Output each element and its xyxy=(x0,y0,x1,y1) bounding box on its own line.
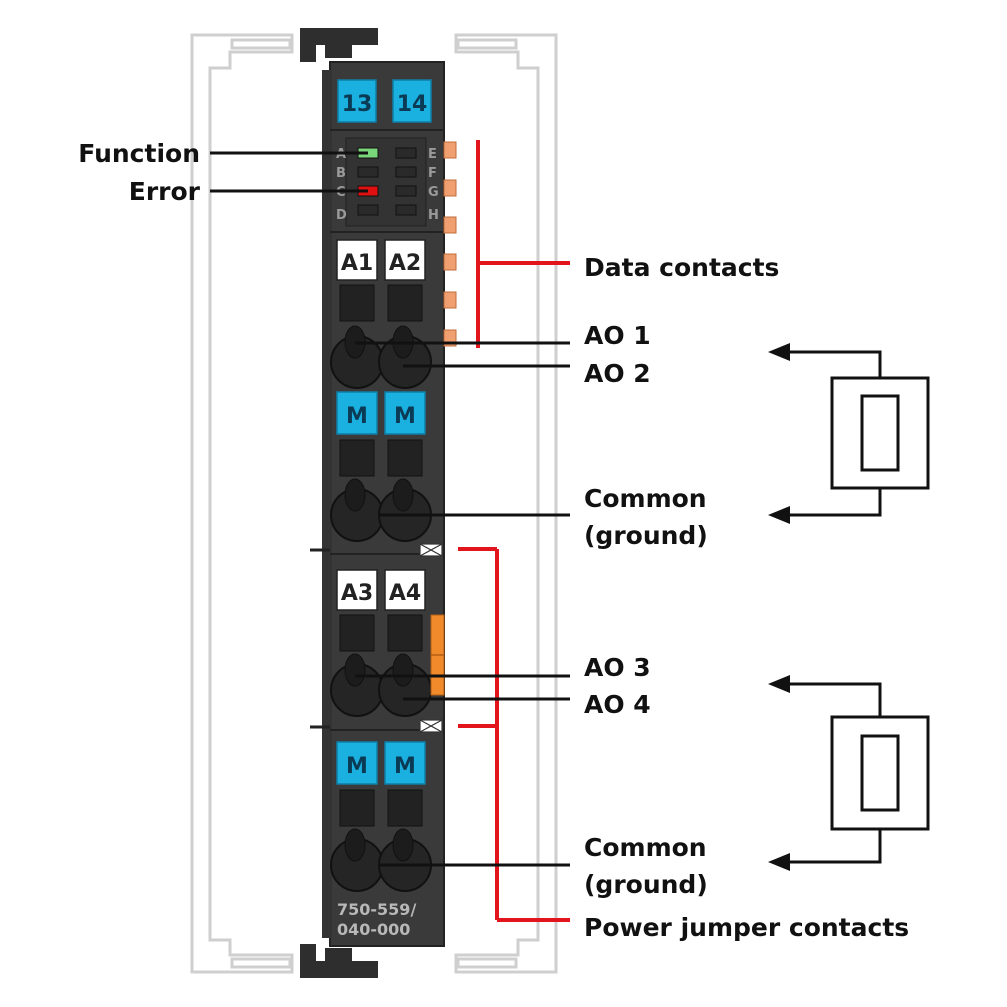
led-letter-f: F xyxy=(428,166,437,181)
load-box-upper-outer xyxy=(830,376,930,490)
leader-lines xyxy=(210,151,570,867)
tile-m-lower-right-label: M xyxy=(394,754,416,779)
terminal-block-lower: A3 A4 xyxy=(330,569,445,717)
data-contacts-bracket xyxy=(476,140,570,348)
tile-m-upper-right xyxy=(384,391,426,435)
label-common-lower-1: Common xyxy=(584,833,707,862)
arrow-lower-bottom xyxy=(768,853,790,871)
power-tile-13 xyxy=(337,79,377,123)
tile-m-upper-left-label: M xyxy=(346,404,368,429)
arrow-lower-top xyxy=(768,675,790,693)
load-box-lower-outer xyxy=(830,715,930,831)
tile-a1-label: A1 xyxy=(341,251,373,276)
led-h xyxy=(395,204,417,216)
load-circuit-upper xyxy=(768,343,930,524)
led-letter-g: G xyxy=(428,185,439,200)
label-error: Error xyxy=(129,177,201,206)
power-tiles: 13 14 xyxy=(337,79,432,123)
part-number-line1: 750-559/ xyxy=(337,900,416,919)
led-g xyxy=(395,185,417,197)
tile-a2 xyxy=(384,239,426,281)
arrow-upper-bottom xyxy=(768,506,790,524)
tile-a4 xyxy=(384,569,426,611)
arrow-upper-top xyxy=(768,343,790,361)
resistor-upper xyxy=(860,394,900,472)
common-block-upper: M M xyxy=(330,391,432,542)
jumper-contact-markers xyxy=(419,543,443,733)
data-contacts xyxy=(443,141,457,347)
power-tile-13-label: 13 xyxy=(342,92,373,117)
label-power-jumper-contacts: Power jumper contacts xyxy=(584,913,909,942)
tile-a3-label: A3 xyxy=(341,581,373,606)
power-jumper-bracket xyxy=(458,547,570,922)
tile-m-upper-left xyxy=(336,391,378,435)
led-letter-d: D xyxy=(336,208,347,223)
label-ao3: AO 3 xyxy=(584,653,651,682)
tile-a3 xyxy=(336,569,378,611)
led-letter-b: B xyxy=(336,166,346,181)
tile-m-lower-right xyxy=(384,741,426,785)
part-number-line2: 040-000 xyxy=(337,920,410,939)
label-ao1: AO 1 xyxy=(584,321,651,350)
label-ao4: AO 4 xyxy=(584,690,651,719)
label-function: Function xyxy=(78,139,200,168)
tile-a4-label: A4 xyxy=(389,581,421,606)
tile-a1 xyxy=(336,239,378,281)
led-b xyxy=(357,166,379,178)
label-common-upper-2: (ground) xyxy=(584,521,708,550)
load-circuit-lower xyxy=(768,675,930,871)
power-tile-14 xyxy=(392,79,432,123)
label-data-contacts: Data contacts xyxy=(584,253,779,282)
tile-m-lower-left-label: M xyxy=(346,754,368,779)
resistor-lower xyxy=(860,734,900,812)
led-d xyxy=(357,204,379,216)
terminal-block-upper: A1 A2 xyxy=(330,239,432,389)
label-ao2: AO 2 xyxy=(584,359,651,388)
led-letter-e: E xyxy=(428,147,437,162)
led-panel: A B C D E F G H xyxy=(336,137,439,227)
power-tile-14-label: 14 xyxy=(397,92,428,117)
led-f xyxy=(395,166,417,178)
label-common-lower-2: (ground) xyxy=(584,870,708,899)
tile-m-lower-left xyxy=(336,741,378,785)
led-letter-h: H xyxy=(428,208,439,223)
din-rail-outline xyxy=(190,33,558,974)
tile-m-upper-right-label: M xyxy=(394,404,416,429)
label-common-upper-1: Common xyxy=(584,484,707,513)
tile-a2-label: A2 xyxy=(389,251,421,276)
led-e xyxy=(395,147,417,159)
